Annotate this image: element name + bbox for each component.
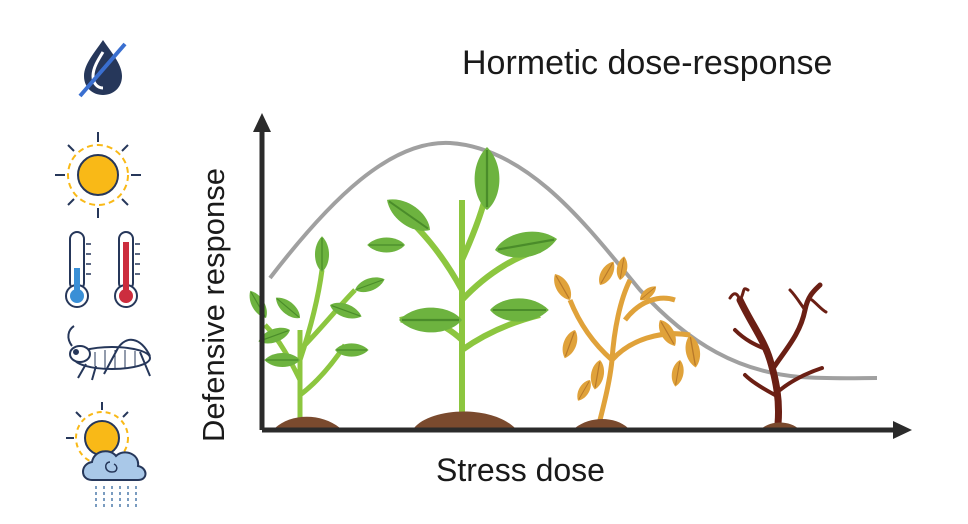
drought-icon — [78, 40, 127, 98]
hot-thermometer-icon — [114, 231, 140, 308]
dead-plant — [728, 282, 828, 430]
y-axis-label: Defensive response — [196, 168, 231, 442]
grasshopper-icon — [67, 325, 151, 381]
wilting-plant — [548, 254, 704, 428]
healthy-large-plant — [366, 145, 561, 428]
axes — [253, 113, 912, 439]
cold-thermometer-icon — [65, 231, 91, 308]
healthy-small-plant — [244, 235, 388, 428]
rain-cloud-sun-icon — [66, 402, 147, 508]
diagram-title: Hormetic dose-response — [462, 44, 833, 82]
x-axis-label: Stress dose — [436, 452, 605, 488]
sun-heat-icon — [55, 132, 141, 218]
